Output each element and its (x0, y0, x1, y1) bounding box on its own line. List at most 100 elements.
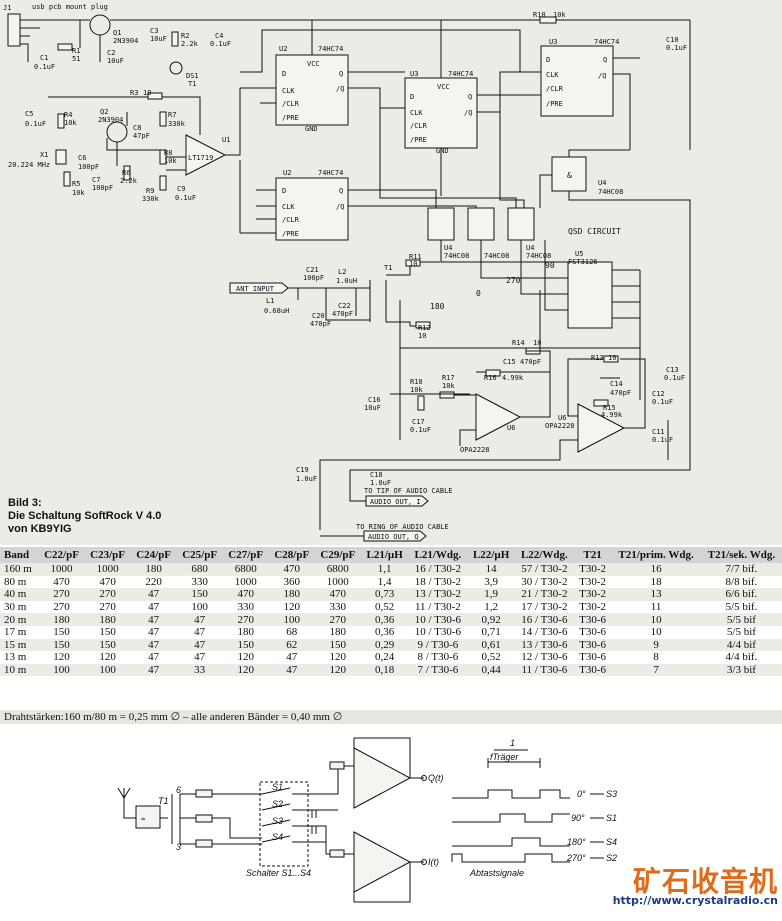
table-cell: 5/5 bif (700, 625, 782, 639)
x1-label: X1 (40, 151, 48, 159)
table-cell: 1,2 (467, 600, 515, 614)
table-cell: 0,52 (360, 600, 409, 614)
table-cell: 470 (38, 575, 85, 589)
table-cell: 0,71 (467, 625, 515, 639)
u2b-q: Q (339, 187, 343, 195)
it-label: I(t) (428, 857, 439, 867)
ring-label: TO RING OF AUDIO CABLE (356, 523, 449, 531)
table-cell: 8 / T30-6 (408, 651, 468, 664)
ant-input-connector[interactable] (229, 282, 289, 294)
c4-value: 0.1uF (210, 40, 231, 48)
u3a-type: 74HC74 (448, 70, 473, 78)
u2b-qn: /Q (336, 203, 344, 211)
c7-label: C7 (92, 176, 100, 184)
r11-resistor (405, 259, 421, 267)
u4d-label: U4 (598, 179, 606, 187)
table-cell: 120 (38, 651, 85, 664)
column-header: L22/Wdg. (514, 547, 574, 563)
table-cell: 80 m (0, 575, 39, 589)
u4-gate-c (507, 207, 535, 241)
u4-gate-a (427, 207, 455, 241)
phase-270-label: 270° (566, 853, 586, 863)
block-diagram: ≈ T1 6 3 S1 S2 S3 S4 Schalter S1...S4 Q(… (0, 728, 782, 921)
r16-resistor (485, 369, 501, 377)
r7-label: R7 (168, 111, 176, 119)
table-cell: 47 (130, 613, 177, 626)
column-header: C23/pF (84, 547, 131, 563)
table-cell: 11 / T30-6 (514, 663, 574, 677)
r9-value: 330k (142, 195, 160, 203)
u3a-vcc: VCC (437, 83, 450, 91)
table-cell: 100 (268, 613, 315, 626)
bd-s3-label: S3 (272, 816, 283, 826)
schematic-drawing: J1 usb pcb mount plug Q1 2N3904 R1 51 C1… (3, 3, 691, 542)
table-cell: 13 (611, 588, 701, 601)
u4d-type: 74HC08 (598, 188, 623, 196)
q2-transistor (106, 121, 128, 143)
r7-value: 330k (168, 120, 186, 128)
t1-label: T1 (384, 264, 392, 272)
c18-value: 1.0uF (370, 479, 391, 487)
r5-resistor (63, 171, 71, 187)
audio-out-q-connector[interactable] (363, 530, 427, 542)
phase-90: 90 (545, 261, 555, 270)
r1-value: 51 (72, 55, 80, 63)
u2b-type: 74HC74 (318, 169, 343, 177)
out-s3: S3 (606, 789, 617, 799)
table-cell: 47 (268, 651, 315, 664)
c1-value: 0.1uF (34, 63, 55, 71)
l1-value: 0.68uH (264, 307, 289, 315)
r15-value: 4.99k (601, 411, 623, 419)
audio-out-i-connector[interactable] (365, 495, 429, 507)
table-cell: 470 (222, 588, 269, 601)
filter-symbol: ≈ (141, 815, 145, 823)
table-cell: 11 / T30-2 (408, 600, 468, 614)
table-cell: 30 m (0, 600, 39, 614)
u2a-label: U2 (279, 45, 287, 53)
table-cell: 13 m (0, 651, 39, 664)
table-cell: 47 (176, 613, 223, 626)
u5-label: U5 (575, 250, 583, 258)
table-cell: 100 (84, 663, 131, 677)
table-cell: 10 / T30-6 (408, 625, 468, 639)
table-cell: 6/6 bif. (700, 588, 782, 601)
table-cell: 10 (611, 625, 701, 639)
u3b-q: Q (603, 56, 607, 64)
c16-value: 10uF (364, 404, 381, 412)
r12-label: R12 (418, 324, 431, 332)
wire-gauge-note: Drahtstärken:160 m/80 m = 0,25 mm ∅ – al… (0, 710, 782, 724)
u2b-clr: /CLR (282, 216, 300, 224)
table-cell: 1,4 (360, 575, 409, 589)
table-cell: 47 (176, 638, 223, 652)
r18-resistor (417, 395, 425, 411)
table-cell: 18 (611, 575, 701, 589)
table-cell: 7/7 bif. (700, 563, 782, 576)
r6-resistor (123, 165, 131, 181)
audio-q-label: AUDIO OUT, Q (368, 533, 419, 541)
table-cell: 160 m (0, 563, 39, 576)
u2a-gnd: GND (305, 125, 318, 133)
table-cell: 1000 (222, 575, 269, 589)
u2-flipflop-a (275, 54, 349, 126)
u3b-d: D (546, 56, 550, 64)
phase-270: 270 (506, 276, 521, 285)
r16-value: 4.99k (502, 374, 524, 382)
qsd-label: QSD CIRCUIT (568, 227, 621, 236)
u2a-pre: /PRE (282, 114, 299, 122)
r10-value: 10k (553, 11, 566, 19)
u5-switch (567, 261, 613, 329)
u3b-clr: /CLR (546, 85, 564, 93)
c9-label: C9 (177, 185, 185, 193)
table-cell: 9 / T30-6 (408, 638, 468, 652)
column-header: C25/pF (176, 547, 223, 563)
c1-label: C1 (40, 54, 48, 62)
u3-flipflop-b (540, 45, 614, 117)
period-denominator: fTräger (490, 752, 519, 762)
table-cell: 1,9 (467, 588, 515, 601)
table-cell: 120 (314, 663, 361, 677)
r11-label: R11 (409, 253, 422, 261)
table-cell: 47 (130, 651, 177, 664)
